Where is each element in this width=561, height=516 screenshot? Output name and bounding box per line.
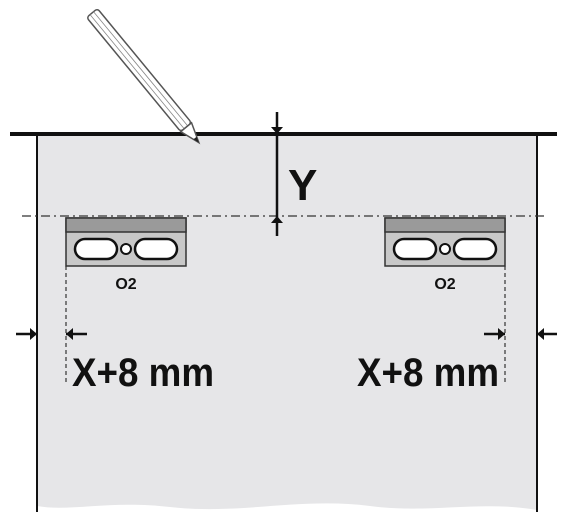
bracket-left-label: O2 (115, 276, 136, 293)
x-right-label: X+8 mm (357, 351, 499, 395)
x-dimension-right: X+8 mm (357, 328, 557, 395)
bracket-right-label: O2 (434, 276, 455, 293)
bracket-right: O2 (384, 217, 506, 293)
x-left-label: X+8 mm (72, 351, 214, 395)
y-dimension: Y (271, 112, 317, 236)
pencil-icon (87, 9, 201, 145)
bracket-left: O2 (65, 217, 187, 293)
x-dimension-left: X+8 mm (16, 328, 214, 395)
y-label: Y (288, 161, 317, 210)
wall-panel (37, 135, 537, 510)
